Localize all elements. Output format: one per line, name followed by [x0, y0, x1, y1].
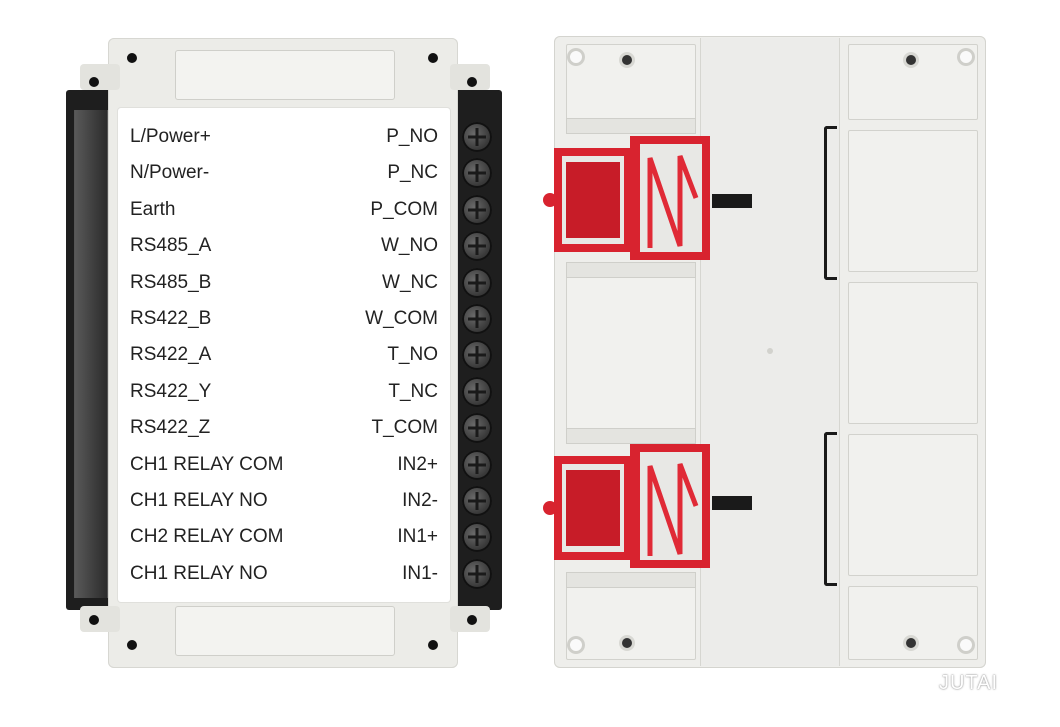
- pin-label-right: IN2+: [397, 453, 438, 475]
- pin-label-left: N/Power-: [130, 162, 210, 184]
- terminal-screw: [462, 194, 492, 225]
- bottom-tab-slot: [175, 606, 395, 656]
- terminal-screw: [462, 376, 492, 407]
- pinout-row: RS422_Y T_NC: [130, 377, 438, 407]
- pinout-row: L/Power+ P_NO: [130, 122, 438, 152]
- terminal-screw: [462, 267, 492, 298]
- pinout-row: CH1 RELAY NO IN2-: [130, 486, 438, 516]
- screw-hole: [428, 640, 438, 650]
- screw-hole: [89, 77, 99, 87]
- center-dot: [767, 348, 773, 354]
- mount-hole: [567, 636, 585, 654]
- pin-label-right: W_NC: [382, 271, 438, 293]
- mount-hole: [957, 636, 975, 654]
- pin-label-right: P_COM: [370, 198, 438, 220]
- screw-hole: [467, 615, 477, 625]
- pin-label-right: W_COM: [365, 308, 438, 329]
- pin-label-left: RS422_B: [130, 308, 212, 329]
- terminal-screw: [462, 231, 492, 262]
- mount-hole: [957, 48, 975, 66]
- latch-tab: [712, 194, 752, 208]
- screw-hole: [127, 53, 137, 63]
- screw-hole: [89, 615, 99, 625]
- terminal-screw: [462, 413, 492, 444]
- pinout-row: RS485_A W_NO: [130, 231, 438, 261]
- wechat-icon: [905, 672, 933, 694]
- din-latch-bottom[interactable]: [540, 436, 720, 576]
- mount-ear-bottom-left: [80, 606, 120, 632]
- pin-label-right: P_NO: [386, 126, 438, 147]
- top-tab-slot: [175, 50, 395, 100]
- screw-hole: [127, 640, 137, 650]
- pin-label-left: RS422_A: [130, 344, 212, 366]
- terminal-screw: [462, 340, 492, 371]
- back-rib: [566, 428, 696, 444]
- front-module: L/Power+ P_NO N/Power- P_NC Earth P_COM RS485_…: [0, 0, 530, 727]
- back-cell: [848, 434, 978, 576]
- mount-hole: [567, 48, 585, 66]
- terminal-screw: [462, 304, 492, 334]
- latch-tab: [712, 496, 752, 510]
- pin-label-right: IN1+: [397, 526, 438, 548]
- screw-hole: [622, 638, 632, 648]
- pinout-label-panel: L/Power+ P_NO N/Power- P_NC Earth P_COM RS485_…: [118, 108, 450, 602]
- back-cell: [848, 586, 978, 660]
- back-cell: [566, 276, 696, 430]
- pin-label-right: T_NC: [388, 380, 438, 402]
- pinout-row: CH1 RELAY NO IN1-: [130, 559, 438, 589]
- back-cell: [848, 130, 978, 272]
- pinout-row: RS422_Z T_COM: [130, 413, 438, 443]
- mount-ear-top-left: [80, 64, 120, 90]
- pin-label-left: RS422_Z: [130, 417, 211, 439]
- left-terminal-block: [66, 90, 112, 610]
- terminal-screw: [462, 122, 492, 152]
- left-terminal-cover: [74, 110, 108, 598]
- terminal-screw: [462, 449, 492, 480]
- pinout-row: RS485_B W_NC: [130, 268, 438, 298]
- right-terminal-screws: [456, 100, 500, 600]
- terminal-screw: [462, 522, 492, 553]
- pin-label-left: CH1 RELAY NO: [130, 562, 268, 584]
- pinout-row: CH2 RELAY COM IN1+: [130, 522, 438, 552]
- back-cell: [848, 282, 978, 424]
- screw-hole: [622, 55, 632, 65]
- watermark-text: JUTAI: [939, 671, 999, 694]
- pinout-row: RS422_B W_COM: [130, 304, 438, 334]
- pin-label-left: CH1 RELAY NO: [130, 490, 268, 511]
- terminal-screw: [462, 486, 492, 516]
- pin-label-left: RS422_Y: [130, 380, 212, 402]
- terminal-screw: [462, 558, 492, 589]
- pin-label-left: Earth: [130, 198, 176, 220]
- screw-hole: [906, 638, 916, 648]
- pin-label-right: T_NO: [387, 344, 438, 366]
- pin-label-right: IN2-: [402, 490, 438, 511]
- terminal-screw: [462, 158, 492, 189]
- back-cell: [566, 586, 696, 660]
- pinout-row: CH1 RELAY COM IN2+: [130, 450, 438, 480]
- din-rail-bracket: [824, 432, 837, 586]
- pin-label-left: CH1 RELAY COM: [130, 453, 284, 475]
- pin-label-right: T_COM: [371, 417, 439, 439]
- pinout-row: RS422_A T_NO: [130, 340, 438, 370]
- din-rail-bracket: [824, 126, 837, 280]
- pin-label-left: L/Power+: [130, 126, 211, 147]
- din-latch-top[interactable]: [540, 128, 720, 268]
- pin-label-left: CH2 RELAY COM: [130, 526, 284, 548]
- pin-label-left: RS485_A: [130, 235, 212, 257]
- pin-label-left: RS485_B: [130, 271, 212, 293]
- screw-hole: [906, 55, 916, 65]
- pin-label-right: P_NC: [387, 162, 438, 184]
- pinout-row: N/Power- P_NC: [130, 158, 438, 188]
- pinout-row: Earth P_COM: [130, 195, 438, 225]
- back-cell: [566, 44, 696, 120]
- pin-label-right: W_NO: [381, 235, 438, 257]
- pin-label-right: IN1-: [402, 562, 438, 584]
- screw-hole: [467, 77, 477, 87]
- watermark: JUTAI: [905, 668, 998, 698]
- back-rib: [566, 118, 696, 134]
- back-rib: [566, 262, 696, 278]
- screw-hole: [428, 53, 438, 63]
- back-rib: [566, 572, 696, 588]
